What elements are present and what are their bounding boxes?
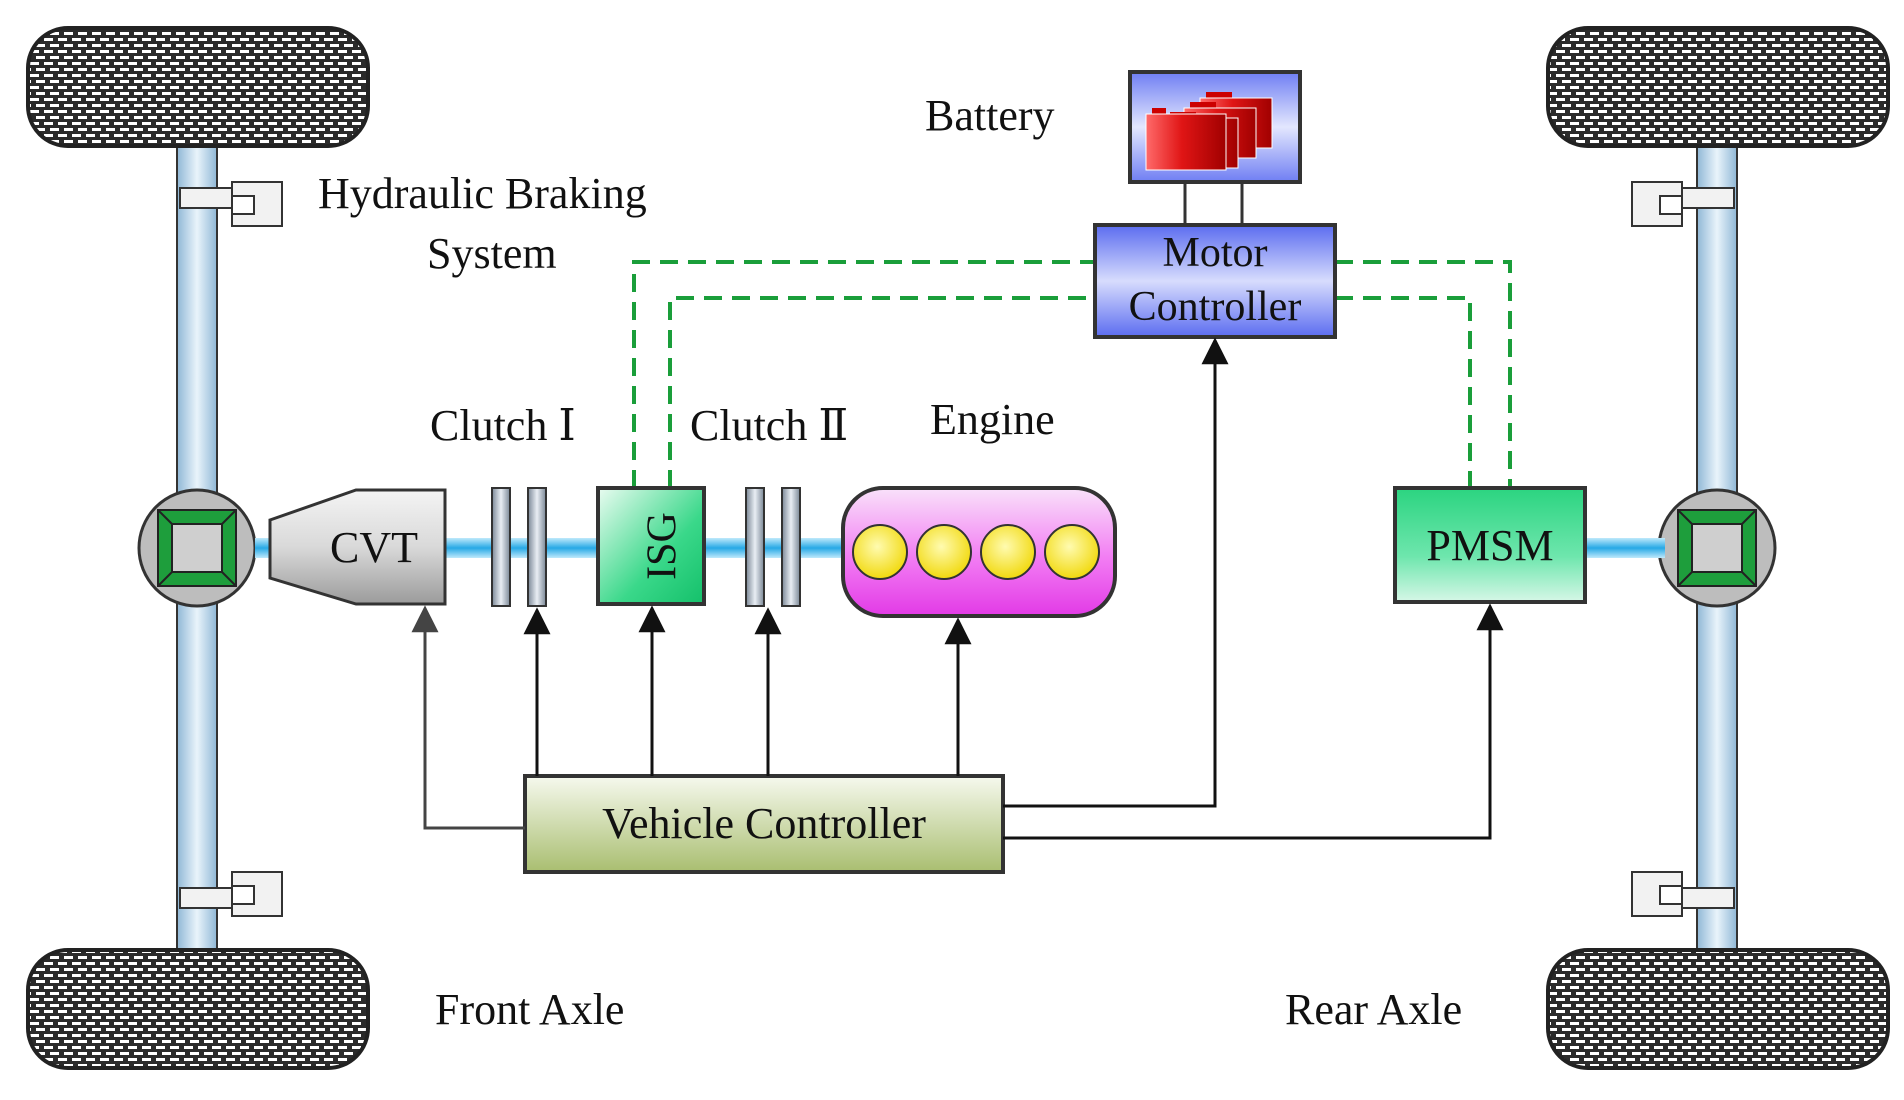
clutch-1-label: Clutch Ⅰ bbox=[430, 401, 576, 450]
engine-cylinder-icon bbox=[916, 524, 972, 580]
front-left-tire-icon bbox=[26, 26, 370, 148]
cvt-block: CVT bbox=[268, 488, 447, 606]
rear-differential-hub-icon bbox=[1657, 488, 1777, 608]
motor-controller-block: Motor Controller bbox=[1093, 223, 1337, 339]
isg-label: ISG bbox=[640, 512, 686, 580]
pmsm-control-arrow bbox=[1003, 603, 1504, 840]
brake-caliper-icon bbox=[179, 871, 283, 917]
battery-cells-icon bbox=[1145, 92, 1273, 171]
battery-block bbox=[1128, 70, 1302, 226]
pmsm-block: PMSM bbox=[1393, 486, 1587, 604]
front-right-tire-icon bbox=[26, 948, 370, 1070]
rear-left-tire-icon bbox=[1546, 26, 1890, 148]
cvt-control-arrow bbox=[411, 605, 525, 830]
pmsm-label: PMSM bbox=[1426, 521, 1553, 570]
brake-caliper-icon bbox=[1631, 181, 1735, 227]
rear-axle bbox=[1546, 26, 1890, 1070]
hydraulic-braking-label-line1: Hydraulic Braking bbox=[318, 169, 647, 218]
engine-cylinder-icon bbox=[1044, 524, 1100, 580]
clutch-1-plates bbox=[491, 487, 547, 607]
cvt-label: CVT bbox=[330, 523, 418, 572]
vehicle-controller-label: Vehicle Controller bbox=[602, 799, 926, 848]
engine-label: Engine bbox=[930, 395, 1055, 444]
motor-controller-label-line2: Controller bbox=[1129, 284, 1302, 330]
hydraulic-braking-label-line2: System bbox=[427, 229, 557, 278]
rear-right-tire-icon bbox=[1546, 948, 1890, 1070]
clutch-2-label: Clutch Ⅱ bbox=[690, 401, 848, 450]
front-differential-hub-icon bbox=[137, 488, 257, 608]
front-axle-label: Front Axle bbox=[435, 985, 624, 1034]
vehicle-controller-block: Vehicle Controller bbox=[523, 774, 1005, 874]
clutch-2-plates bbox=[745, 487, 801, 607]
battery-label: Battery bbox=[925, 91, 1055, 140]
engine-block bbox=[841, 486, 1117, 618]
brake-caliper-icon bbox=[179, 181, 283, 227]
isg-block: ISG bbox=[596, 486, 706, 606]
engine-cylinder-icon bbox=[980, 524, 1036, 580]
engine-cylinder-icon bbox=[852, 524, 908, 580]
control-signal-lines bbox=[411, 337, 1504, 840]
rear-axle-label: Rear Axle bbox=[1285, 985, 1462, 1034]
motor-controller-control-arrow bbox=[1003, 337, 1229, 808]
rear-drive-shaft bbox=[1585, 538, 1665, 558]
brake-caliper-icon bbox=[1631, 871, 1735, 917]
front-axle bbox=[26, 26, 370, 1070]
motor-controller-label-line1: Motor bbox=[1163, 230, 1268, 276]
motor-signal-lines bbox=[632, 260, 1512, 488]
